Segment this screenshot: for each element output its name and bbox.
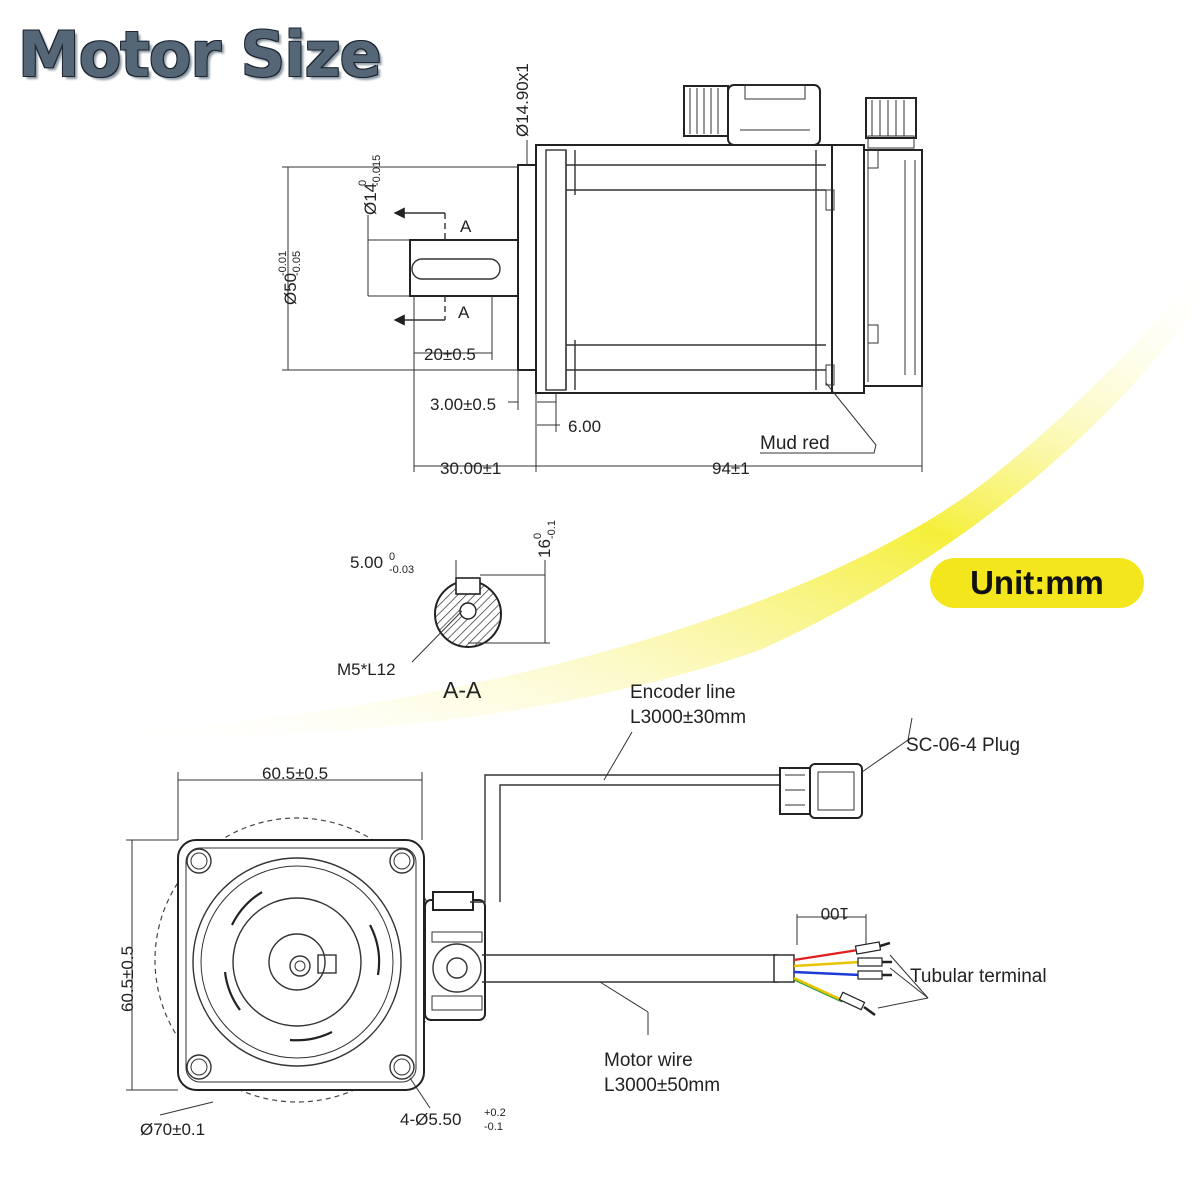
svg-text:5.00: 5.00 [350, 553, 383, 572]
svg-text:-0.05: -0.05 [291, 251, 303, 276]
rear-flange [831, 144, 865, 394]
page-title: Motor Size [18, 18, 382, 91]
flange-spigot [517, 164, 537, 371]
svg-text:Ø14: Ø14 [361, 183, 380, 215]
dim-mount-holes: 4-Ø5.50 +0.2 -0.1 [400, 1107, 506, 1133]
section-mark-top: A [460, 217, 472, 236]
thread-label: M5*L12 [337, 660, 396, 679]
motor-wire-cable [482, 954, 778, 983]
svg-text:-0.1: -0.1 [546, 520, 558, 539]
wire-yellow [793, 960, 861, 968]
dim-body-length: 94±1 [712, 459, 750, 478]
mount-hole [186, 1054, 212, 1080]
dim-strip-length: 100 [821, 904, 849, 923]
wire-red [793, 948, 859, 962]
encoder-cover [863, 149, 923, 387]
svg-text:-0.03: -0.03 [389, 564, 414, 576]
motor-wire-label: Motor wire [604, 1050, 693, 1071]
encoder-line-label: Encoder line [630, 682, 736, 703]
mount-hole [186, 848, 212, 874]
thread-hole [459, 602, 477, 620]
svg-text:-0.015: -0.015 [371, 155, 383, 186]
svg-text:Ø50: Ø50 [281, 273, 300, 305]
plug-label: SC-06-4 Plug [906, 735, 1020, 756]
dim-flange-diameter: Ø14.90x1 [513, 63, 532, 137]
dim-spigot-diameter: Ø50 -0.01 -0.05 [277, 251, 303, 305]
wire-blue [793, 970, 861, 977]
svg-text:16: 16 [535, 539, 554, 558]
motor-body [535, 144, 837, 394]
dim-width: 60.5±0.5 [262, 764, 328, 783]
mount-hole [389, 848, 415, 874]
dim-shaft-length: 30.00±1 [440, 459, 501, 478]
mud-red-label: Mud red [760, 433, 830, 454]
dim-flange-thickness: 6.00 [568, 417, 601, 436]
section-mark-bottom: A [458, 303, 470, 322]
mount-hole [389, 1054, 415, 1080]
unit-badge: Unit:mm [930, 558, 1144, 608]
encoder-length-label: L3000±30mm [630, 707, 746, 728]
front-ring-outer [192, 857, 402, 1067]
motor-shaft [409, 239, 521, 297]
svg-text:0: 0 [389, 551, 395, 563]
dim-key-width: 5.00 0 -0.03 [350, 551, 414, 576]
dim-key-offset: 3.00±0.5 [430, 395, 496, 414]
dim-key-height: 16 0 -0.1 [532, 520, 558, 558]
wire-green [793, 979, 843, 1003]
svg-text:0: 0 [532, 533, 544, 539]
side-view: Ø14.90x1 Ø14 0 -0.015 Ø50 -0.01 -0.05 A … [277, 63, 923, 478]
front-view: 100 60.5±0.5 60.5±0.5 Ø70±0.1 4-Ø5.50 +0… [118, 682, 1047, 1139]
dim-shaft-diameter: Ø14 0 -0.015 [357, 155, 383, 215]
dim-bolt-circle: Ø70±0.1 [140, 1120, 205, 1139]
svg-text:+0.2: +0.2 [484, 1107, 506, 1119]
svg-text:-0.1: -0.1 [484, 1121, 503, 1133]
svg-text:4-Ø5.50: 4-Ø5.50 [400, 1110, 461, 1129]
encoder-connector [865, 97, 917, 149]
encoder-cable [470, 774, 781, 903]
shaft-keyway [411, 258, 501, 280]
shaft-face [268, 933, 326, 991]
key-slot [455, 577, 481, 595]
front-flange [177, 839, 425, 1091]
tubular-terminal-label: Tubular terminal [910, 966, 1047, 987]
section-title: A-A [443, 677, 482, 703]
section-view: 5.00 0 -0.03 16 0 -0.1 M5*L12 A-A [337, 520, 558, 703]
dim-key-length: 20±0.5 [424, 345, 476, 364]
yellow-swoosh [70, 265, 1200, 738]
svg-text:-0.01: -0.01 [277, 251, 289, 276]
power-connector [683, 84, 821, 146]
svg-text:0: 0 [357, 180, 369, 186]
sc-plug [809, 763, 863, 819]
dim-height: 60.5±0.5 [118, 946, 137, 1012]
motor-wire-length-label: L3000±50mm [604, 1075, 720, 1096]
